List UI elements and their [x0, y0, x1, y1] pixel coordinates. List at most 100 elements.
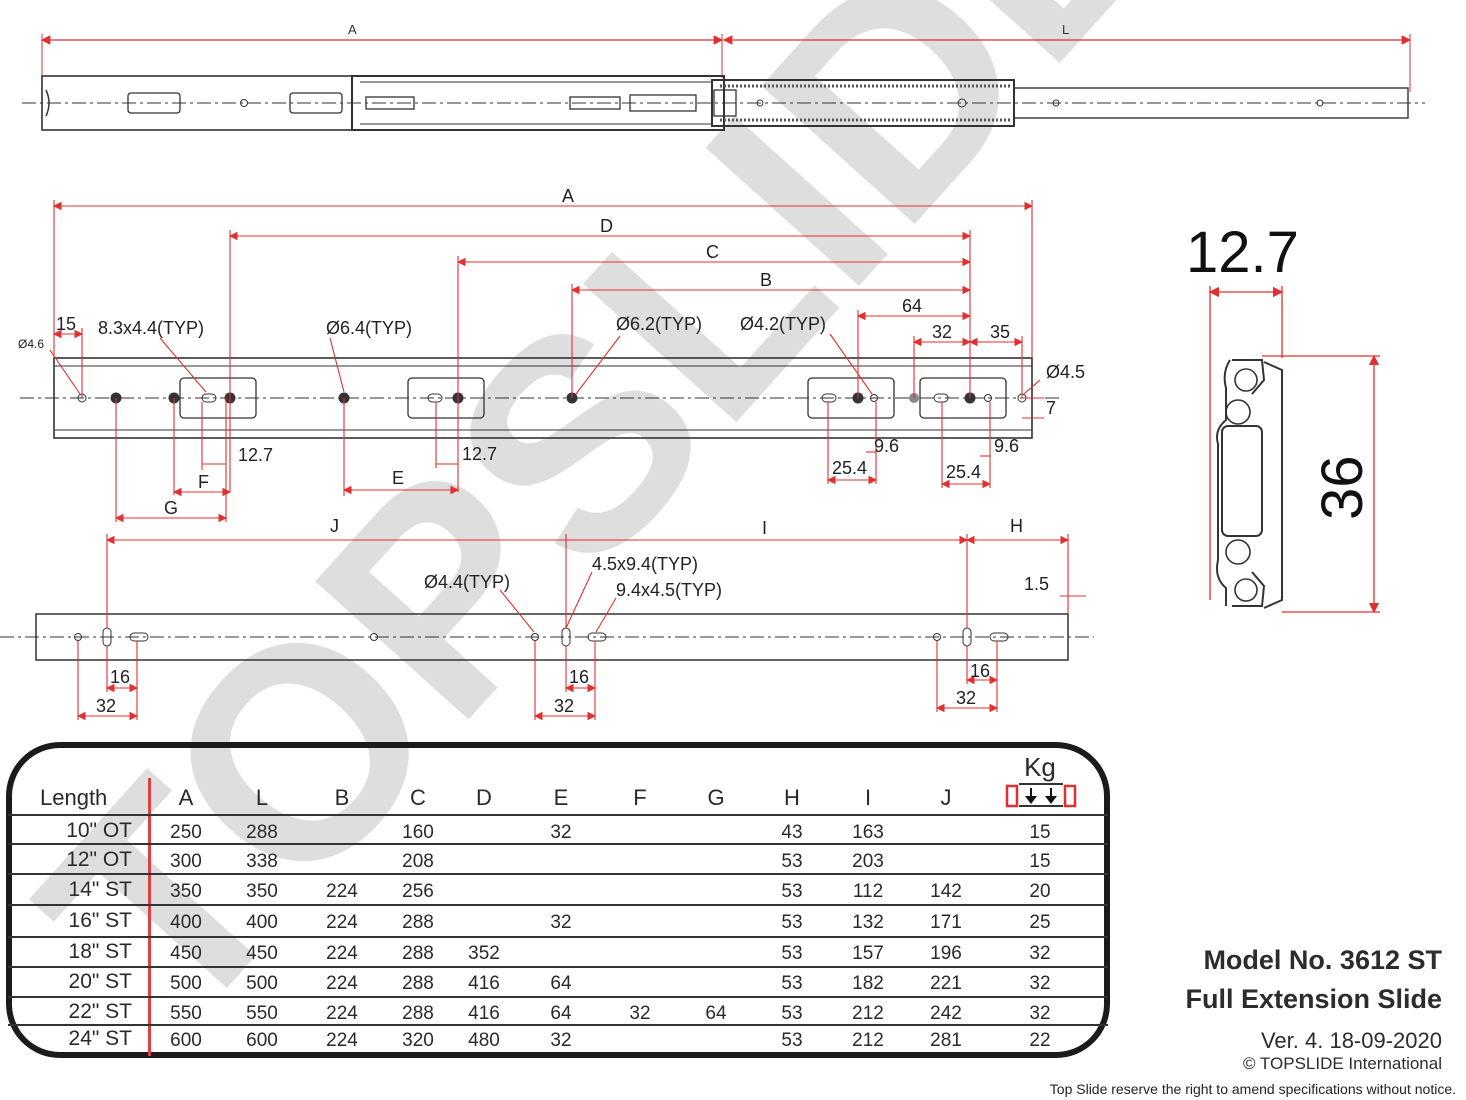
table-cell: 132 [852, 912, 884, 933]
copyright-label: © TOPSLIDE International [1242, 1054, 1442, 1073]
table-cell: 500 [170, 973, 202, 994]
side-dim-g: G [164, 498, 178, 518]
table-header-8: G [707, 785, 725, 810]
table-cell: 500 [246, 973, 278, 994]
side-dim-64: 64 [902, 296, 922, 316]
side-dim-12-7-a: 12.7 [238, 445, 273, 465]
table-cell: 25 [1029, 912, 1051, 933]
table-row-divider [8, 873, 1108, 875]
side-dim-35: 35 [990, 322, 1010, 342]
table-cell: 288 [402, 943, 434, 964]
side-dim-12-7-b: 12.7 [462, 444, 497, 464]
cross-section-width: 12.7 [1186, 220, 1299, 285]
bottom-dim-1-5: 1.5 [1024, 574, 1049, 594]
table-cell: 32 [550, 1030, 572, 1051]
side-dim-15: 15 [56, 314, 76, 334]
table-header-0: Length [40, 785, 108, 810]
table-cell: 203 [852, 851, 884, 872]
table-cell: 53 [781, 912, 803, 933]
side-dim-32: 32 [932, 322, 952, 342]
table-header-11: J [940, 785, 952, 810]
table-cell: 416 [468, 1003, 500, 1024]
table-cell: 32 [1029, 973, 1051, 994]
callout-dia-6-4: Ø6.4(TYP) [326, 318, 412, 338]
table-cell: 450 [170, 943, 202, 964]
table-row-divider [8, 814, 1108, 816]
side-dim-d: D [600, 216, 613, 236]
table-cell: 53 [781, 973, 803, 994]
bottom-dim-16-c: 16 [970, 661, 990, 681]
table-cell: 221 [930, 973, 962, 994]
side-view: A D C B 64 32 35 15 12.7 12.7 F G E 9.6 … [18, 186, 1085, 523]
table-header-12: Kg [1024, 752, 1056, 782]
table-cell: 600 [170, 1030, 202, 1051]
table-cell: 32 [550, 912, 572, 933]
model-number: Model No. 3612 ST [1203, 945, 1442, 975]
table-cell: 212 [852, 1003, 884, 1024]
table-row-length: 14" ST [68, 878, 132, 901]
bottom-dim-16-b: 16 [569, 667, 589, 687]
table-cell: 53 [781, 1030, 803, 1051]
table-cell: 400 [246, 912, 278, 933]
table-cell: 163 [852, 822, 884, 843]
table-cell: 142 [930, 881, 962, 902]
top-view: A L [22, 22, 1425, 131]
table-cell: 224 [326, 881, 358, 902]
table-cell: 224 [326, 1030, 358, 1051]
table-cell: 338 [246, 851, 278, 872]
side-dim-9-6-a: 9.6 [874, 436, 899, 456]
table-cell: 32 [1029, 943, 1051, 964]
table-row-divider [8, 936, 1108, 938]
table-cell: 208 [402, 851, 434, 872]
callout-slot-8-3: 8.3x4.4(TYP) [98, 318, 204, 338]
table-row-divider [8, 966, 1108, 968]
bottom-dim-h: H [1010, 516, 1023, 536]
table-row-length: 10" OT [66, 819, 132, 842]
bottom-dim-j: J [330, 516, 339, 536]
table-row-length: 16" ST [68, 909, 132, 932]
table-row-divider [8, 904, 1108, 906]
table-cell: 288 [402, 1003, 434, 1024]
table-cell: 300 [170, 851, 202, 872]
callout-slot-4-5: 4.5x9.4(TYP) [592, 554, 698, 574]
table-cell: 32 [550, 822, 572, 843]
table-header-9: H [784, 785, 800, 810]
bottom-dim-32-b: 32 [554, 696, 574, 716]
table-column-separator [148, 778, 151, 1056]
table-cell: 53 [781, 851, 803, 872]
side-dim-f: F [198, 472, 209, 492]
table-cell: 32 [1029, 1003, 1051, 1024]
table-row-divider [8, 1024, 1108, 1026]
callout-dia-4-6: Ø4.6 [18, 337, 44, 351]
side-dim-9-6-b: 9.6 [994, 436, 1019, 456]
table-row-length: 24" ST [68, 1027, 132, 1050]
table-cell: 288 [402, 912, 434, 933]
table-cell: 288 [246, 822, 278, 843]
table-cell: 157 [852, 943, 884, 964]
top-dim-l: L [1062, 22, 1069, 37]
cross-section-height: 36 [1310, 455, 1375, 520]
cross-section-view: 12.7 36 [1186, 220, 1380, 614]
table-cell: 320 [402, 1030, 434, 1051]
callout-dia-4-4: Ø4.4(TYP) [424, 572, 510, 592]
table-cell: 352 [468, 943, 500, 964]
product-subtitle: Full Extension Slide [1185, 984, 1442, 1014]
disclaimer-notice: Top Slide reserve the right to amend spe… [1049, 1081, 1456, 1097]
table-cell: 224 [326, 912, 358, 933]
table-cell: 182 [852, 973, 884, 994]
table-cell: 20 [1029, 881, 1051, 902]
side-dim-25-4-b: 25.4 [946, 462, 981, 482]
bottom-dim-i: I [762, 518, 767, 538]
table-cell: 112 [852, 881, 884, 902]
bottom-dim-16-a: 16 [110, 667, 130, 687]
table-cell: 53 [781, 1003, 803, 1024]
side-dim-e: E [392, 468, 404, 488]
load-rating-icon [1005, 783, 1077, 808]
table-cell: 64 [705, 1003, 727, 1024]
table-cell: 43 [781, 822, 803, 843]
callout-dia-6-2: Ø6.2(TYP) [616, 314, 702, 334]
callout-dia-4-2: Ø4.2(TYP) [740, 314, 826, 334]
side-dim-7: 7 [1046, 398, 1056, 418]
table-cell: 400 [170, 912, 202, 933]
side-dim-25-4-a: 25.4 [832, 458, 867, 478]
